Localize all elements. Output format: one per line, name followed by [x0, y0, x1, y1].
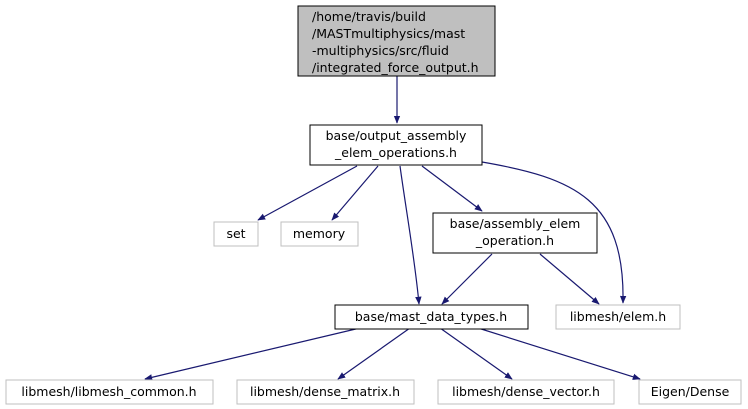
node-libmesh-elem-label: libmesh/elem.h: [570, 309, 666, 324]
node-output-assembly-elem-operations[interactable]: base/output_assembly _elem_operations.h: [309, 124, 483, 166]
node-eigen-dense-label: Eigen/Dense: [651, 384, 730, 399]
svg-text:/integrated_force_output.h: /integrated_force_output.h: [312, 60, 479, 75]
node-mast-data-types[interactable]: base/mast_data_types.h: [334, 304, 529, 330]
svg-text:libmesh/elem.h: libmesh/elem.h: [570, 309, 666, 324]
node-dense-vector-label: libmesh/dense_vector.h: [452, 384, 600, 399]
node-dense-matrix: libmesh/dense_matrix.h: [236, 379, 415, 405]
node-libmesh-common-label: libmesh/libmesh_common.h: [21, 384, 196, 399]
node-dense-matrix-label: libmesh/dense_matrix.h: [250, 384, 400, 399]
node-mast-data-types-label: base/mast_data_types.h: [355, 309, 507, 324]
edge-mast-data-types-to-libmesh-common: [144, 327, 361, 381]
node-output-assembly-line-2: _elem_operations.h: [334, 145, 457, 160]
svg-text:_elem_operations.h: _elem_operations.h: [334, 145, 457, 160]
svg-text:libmesh/dense_matrix.h: libmesh/dense_matrix.h: [250, 384, 400, 399]
svg-text:Eigen/Dense: Eigen/Dense: [651, 384, 730, 399]
svg-text:libmesh/dense_vector.h: libmesh/dense_vector.h: [452, 384, 600, 399]
svg-text:/MASTmultiphysics/mast: /MASTmultiphysics/mast: [312, 26, 465, 41]
svg-text:_operation.h: _operation.h: [475, 233, 554, 248]
node-root: /home/travis/build /MASTmultiphysics/mas…: [297, 5, 496, 77]
svg-text:set: set: [226, 226, 245, 241]
node-libmesh-elem: libmesh/elem.h: [555, 304, 681, 330]
svg-text:base/assembly_elem: base/assembly_elem: [450, 216, 581, 231]
svg-text:memory: memory: [293, 226, 346, 241]
svg-text:-multiphysics/src/fluid: -multiphysics/src/fluid: [312, 43, 449, 58]
node-output-assembly-line-1: base/output_assembly: [326, 128, 467, 143]
node-root-line-3: -multiphysics/src/fluid: [312, 43, 449, 58]
edge-output-assembly-to-libmesh-elem: [481, 161, 627, 304]
svg-text:base/mast_data_types.h: base/mast_data_types.h: [355, 309, 507, 324]
node-set: set: [213, 221, 259, 247]
edge-mast-data-types-to-dense-vector: [439, 327, 513, 380]
node-memory-label: memory: [293, 226, 346, 241]
node-dense-vector: libmesh/dense_vector.h: [437, 379, 615, 405]
edge-mast-data-types-to-dense-matrix: [337, 327, 411, 380]
svg-text:libmesh/libmesh_common.h: libmesh/libmesh_common.h: [21, 384, 196, 399]
node-set-label: set: [226, 226, 245, 241]
node-root-line-4: /integrated_force_output.h: [312, 60, 479, 75]
node-root-line-1: /home/travis/build: [312, 9, 426, 24]
edge-assembly-elem-to-libmesh-elem: [539, 253, 600, 305]
edge-output-assembly-to-assembly-elem: [421, 165, 483, 212]
edge-assembly-elem-to-mast-data-types: [441, 253, 493, 305]
node-memory: memory: [280, 221, 359, 247]
node-eigen-dense: Eigen/Dense: [638, 379, 742, 405]
node-libmesh-common: libmesh/libmesh_common.h: [5, 379, 214, 405]
node-root-line-2: /MASTmultiphysics/mast: [312, 26, 465, 41]
svg-text:base/output_assembly: base/output_assembly: [326, 128, 467, 143]
edge-mast-data-types-to-eigen-dense: [477, 327, 641, 380]
edges: [144, 76, 641, 381]
edge-output-assembly-to-set: [257, 165, 358, 221]
node-assembly-elem-line-2: _operation.h: [475, 233, 554, 248]
node-assembly-elem-line-1: base/assembly_elem: [450, 216, 581, 231]
svg-text:/home/travis/build: /home/travis/build: [312, 9, 426, 24]
edge-output-assembly-to-memory: [331, 165, 379, 221]
edge-output-assembly-to-mast-data-types: [399, 165, 422, 305]
node-assembly-elem-operation[interactable]: base/assembly_elem _operation.h: [432, 212, 598, 254]
